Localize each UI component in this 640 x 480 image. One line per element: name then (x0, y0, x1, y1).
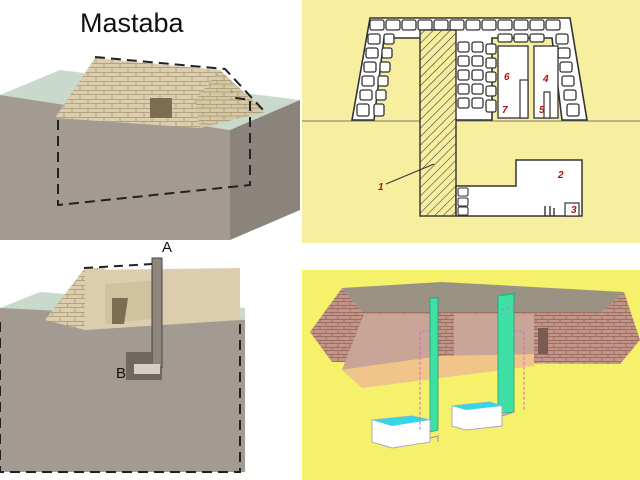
ground-front-face (0, 308, 245, 472)
chamber-number-6: 6 (504, 72, 510, 83)
mastaba-entrance (150, 98, 172, 118)
mastaba-cross-section-panel: 1 2 3 4 5 6 7 (302, 0, 640, 243)
burial-shaft (419, 29, 457, 217)
mastaba-exterior-diagram (0, 56, 300, 240)
chamber-number-2: 2 (557, 170, 564, 181)
mastaba-roof (342, 282, 624, 312)
mastaba-left-face (310, 288, 362, 362)
left-corridor (429, 435, 439, 442)
mastaba-side-face (195, 70, 265, 128)
chamber-number-5: 5 (539, 105, 545, 116)
shaft-left (429, 297, 439, 433)
cutaway-diagram: A B (0, 240, 245, 473)
chamber-number-7: 7 (502, 105, 508, 116)
interior-cut-left (342, 314, 438, 370)
shaft-a (151, 257, 163, 369)
label-b: B (116, 365, 126, 382)
shaft-right (497, 293, 515, 415)
mastaba-top-outline (94, 56, 266, 113)
label-a: A (162, 240, 172, 256)
ground-side-face (230, 100, 300, 240)
guide-lines (419, 305, 525, 430)
shaft-right-top (498, 292, 518, 296)
burial-chamber-stones (457, 187, 469, 216)
mastaba-entrance (538, 328, 548, 354)
mastaba-top-outline (83, 263, 153, 269)
chamber-number-3: 3 (571, 205, 577, 216)
mastaba-right-face (602, 292, 640, 364)
cutaway-outline (0, 322, 241, 473)
chamber-number-1: 1 (378, 182, 384, 193)
mastaba-entrance (112, 298, 128, 324)
mastaba-exterior-panel: Mastaba (0, 0, 300, 240)
burial-shaft-outline (57, 91, 251, 207)
right-corridor (501, 411, 515, 417)
offering-table (543, 91, 551, 119)
leader-line-1 (385, 163, 435, 185)
burial-chamber (455, 159, 583, 217)
isometric-diagram (302, 270, 640, 480)
mastaba-isometric-panel (302, 270, 640, 480)
cross-section-diagram: 1 2 3 4 5 6 7 (302, 0, 640, 243)
canopic-jars (544, 206, 555, 216)
superstructure-walls (351, 17, 588, 121)
mastaba-cutaway-panel: A B (0, 240, 300, 480)
sarcophagus (564, 202, 580, 217)
burial-chamber-right-top (452, 402, 502, 410)
diagram-title: Mastaba (80, 8, 184, 38)
chamber-b-floor (134, 364, 160, 374)
interior-cut-right (454, 314, 534, 356)
chamber-number-4: 4 (542, 74, 549, 85)
serdab-niche (519, 79, 529, 119)
burial-chamber-left-top (372, 416, 430, 426)
